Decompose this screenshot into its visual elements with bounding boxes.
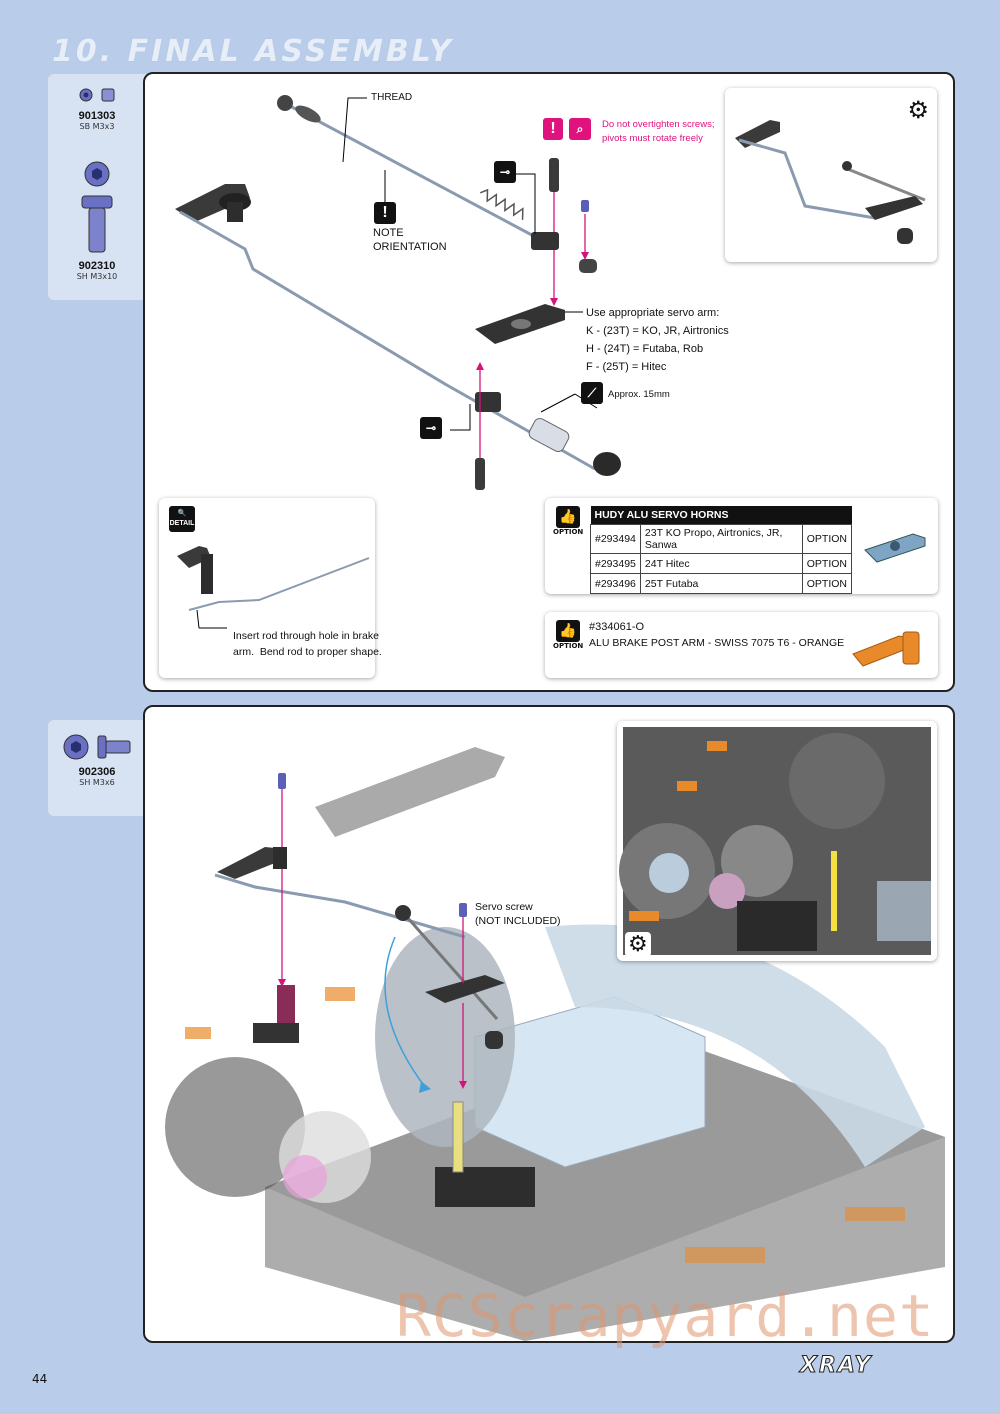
chassis-photo [619,727,931,955]
table-row: #293496 25T Futaba OPTION [590,573,853,594]
thumbs-up-icon: 👍 OPTION [553,506,583,536]
part-number: 902310 [78,260,116,272]
part-902310: 902310 SH M3x10 [48,160,146,281]
part-number: 902306 [78,766,116,778]
overtighten-warning: Do not overtighten screws; pivots must r… [602,119,715,144]
set-screw-icon [79,88,115,102]
part-desc: SH M3x10 [76,272,118,281]
warning-icon: ! [543,118,563,140]
step2-panel: Servo screw (NOT INCLUDED) ⚙ [143,705,955,1343]
detail-instruction: Insert rod through hole in brake arm. Be… [233,630,382,658]
screwdriver-icon: ⊸ [494,161,516,183]
part-902306: 902306 SH M3x6 [48,732,146,787]
hand-tighten-icon: ⌕ [569,118,591,140]
detail-magnifier-icon: 🔍DETAIL [169,506,195,532]
assembled-linkage-image [735,120,926,244]
detail-card: 🔍DETAIL Insert rod through hole in brake… [159,498,382,678]
step1-panel: ! ! ⌕ ⊸ ⊸ ⟋ THREAD NOTE ORIENTATION Do n… [143,72,955,692]
socket-head-screw-short-icon [63,734,131,760]
brake-linkage-diagram [175,95,621,490]
servo-screw-label: Servo screw (NOT INCLUDED) [475,901,561,927]
thumbs-up-icon: 👍 OPTION [553,620,583,650]
exclamation-icon: ! [374,202,396,224]
part-desc: SB M3x3 [79,122,115,131]
page-number: 44 [32,1372,48,1386]
caliper-icon: ⟋ [581,382,603,404]
gears-check-icon: ⚙ [625,932,651,957]
approx-length-label: Approx. 15mm [608,389,670,400]
assembled-preview-card: ⚙ [725,88,937,262]
gears-check-icon: ⚙ [907,96,929,124]
thread-label: THREAD [371,92,413,103]
servo-horns-header: HUDY ALU SERVO HORNS [590,506,852,525]
part-number: 901303 [78,110,116,122]
socket-head-screw-icon [81,161,113,253]
servo-horns-table: HUDY ALU SERVO HORNS #293494 23T KO Prop… [590,506,853,594]
table-row: #293495 24T Hitec OPTION [590,553,853,574]
parts-tab-bottom: 902306 SH M3x6 [48,720,146,816]
screwdriver-icon: ⊸ [420,417,442,439]
chassis-assembly-image [165,747,945,1341]
orange-brake-post-image [852,631,920,667]
parts-tab-top: 901303 SB M3x3 902310 SH M3x10 [48,74,146,300]
option-badge: OPTION [553,528,584,536]
part-901303: 901303 SB M3x3 [48,84,146,131]
photo-preview-card: ⚙ [617,721,937,961]
brand-logo: XRAY [799,1353,873,1379]
note-orientation-label: NOTE ORIENTATION [373,227,447,253]
table-row: #293494 23T KO Propo, Airtronics, JR, Sa… [590,524,853,554]
part-desc: SH M3x6 [79,778,115,787]
section-title: 10. FINAL ASSEMBLY [52,34,454,69]
option-servo-horns-card: 👍 OPTION HUDY ALU SERVO HORNS #293494 23… [545,498,938,594]
brake-post-desc: ALU BRAKE POST ARM - SWISS 7075 T6 - ORA… [589,637,845,649]
option-badge: OPTION [553,642,584,650]
servo-arm-note: Use appropriate servo arm: K - (23T) = K… [586,307,729,373]
alu-servo-horn-image [864,533,926,563]
detail-bent-rod-image [177,546,370,629]
brake-post-code: #334061-O [589,621,645,633]
watermark: RCScrapyard.net [396,1282,935,1350]
option-brake-post-card: 👍 OPTION #334061-O ALU BRAKE POST ARM - … [545,612,938,678]
